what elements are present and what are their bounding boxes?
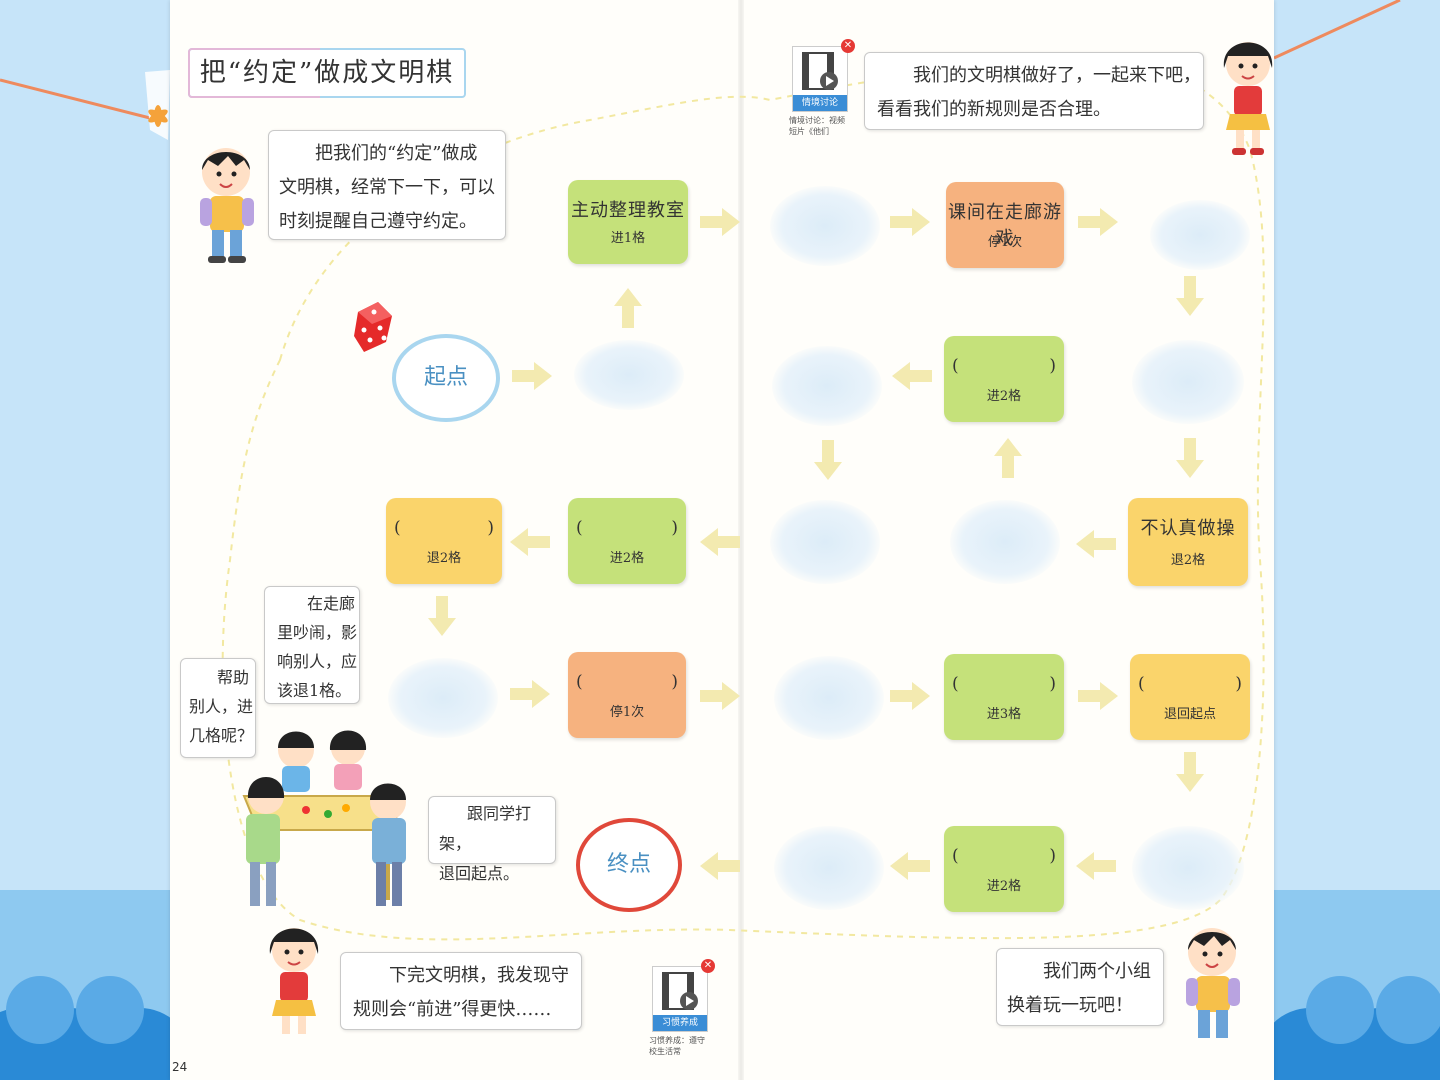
cell-title: 主动整理教室 — [571, 200, 685, 221]
paren-close: ) — [1049, 356, 1056, 376]
empty-cell — [774, 656, 884, 740]
paren-close: ) — [671, 518, 678, 538]
bubble-line: 该退1格。 — [277, 681, 352, 700]
girl-illustration — [269, 928, 319, 1034]
bubble-line: 我们的文明棋做好了，一起来下吧， — [913, 65, 1201, 86]
bubble-line: 看看我们的新规则是否合理。 — [877, 99, 1111, 120]
video-card-bottom[interactable]: 习惯养成 ✕ 习惯养成：遵守校生活常 — [649, 959, 715, 1056]
video-card-top[interactable]: 情境讨论 ✕ 情境讨论：视频短片《他们 — [789, 39, 855, 136]
bubble-line: 响别人，应 — [277, 652, 358, 671]
cell-rule: 停1次 — [987, 235, 1023, 250]
fight-speech-bubble: 跟同学打架， 退回起点。 — [428, 796, 556, 883]
bubble-line: 规则会“前进”得更快…… — [353, 999, 552, 1020]
cell-blank-advance-2-bottom: ( ) 进2格 — [944, 826, 1064, 912]
cell-rule: 进2格 — [986, 879, 1022, 894]
empty-cell — [388, 658, 498, 738]
bubble-line: 文明棋，经常下一下，可以 — [279, 177, 495, 198]
cell-blank-advance-3: ( ) 进3格 — [944, 654, 1064, 740]
film-icon — [662, 972, 698, 1010]
paren-close: ) — [1235, 674, 1242, 694]
close-icon[interactable]: ✕ — [701, 959, 715, 973]
paren-open: ( — [394, 518, 401, 538]
empty-cell — [1132, 340, 1244, 424]
girl-illustration — [1223, 42, 1273, 155]
paren-close: ) — [1049, 674, 1056, 694]
paren-close: ) — [1049, 846, 1056, 866]
cell-blank-back-2: ( ) 退2格 — [386, 498, 502, 584]
board-arrows — [428, 208, 1204, 880]
intro-speech-bubble: 把我们的“约定”做成 文明棋，经常下一下，可以 时刻提醒自己遵守约定。 — [268, 130, 506, 240]
video-card-label: 习惯养成 — [653, 1015, 707, 1031]
bubble-line: 时刻提醒自己遵守约定。 — [279, 211, 477, 232]
cell-rule: 进2格 — [609, 551, 645, 566]
cell-title: 不认真做操 — [1140, 518, 1236, 539]
bubble-line: 换着玩一玩吧！ — [1007, 995, 1133, 1016]
cell-blank-advance-2: ( ) 进2格 — [568, 498, 686, 584]
start-circle: 起点 — [392, 334, 500, 422]
empty-cell — [574, 340, 684, 410]
empty-cell — [1132, 826, 1244, 910]
cell-rule: 进1格 — [610, 231, 646, 246]
bubble-line: 别人，进 — [189, 697, 254, 716]
play-speech-bubble: 我们的文明棋做好了，一起来下吧， 看看我们的新规则是否合理。 — [864, 52, 1204, 130]
page-number: 24 — [172, 1060, 188, 1074]
cell-tidy-classroom: 主动整理教室 进1格 — [568, 180, 688, 264]
page-fold — [738, 0, 744, 1080]
cell-blank-advance-2: ( ) 进2格 — [944, 336, 1064, 422]
cell-rule: 进3格 — [986, 707, 1022, 722]
film-icon — [802, 52, 838, 90]
bubble-line: 里吵闹，影 — [277, 623, 358, 642]
empty-cell — [772, 346, 882, 426]
paren-open: ( — [952, 674, 959, 694]
paren-open: ( — [952, 356, 959, 376]
video-card-caption: 情境讨论：视频短片《他们 — [789, 116, 845, 136]
swap-speech-bubble: 我们两个小组 换着玩一玩吧！ — [996, 948, 1164, 1026]
bubble-line: 跟同学打架， — [439, 804, 532, 853]
paren-open: ( — [1138, 674, 1145, 694]
boy-illustration — [200, 148, 254, 263]
dice-icon — [354, 302, 392, 352]
empty-cell — [770, 186, 880, 266]
video-card-label: 情境讨论 — [793, 95, 847, 111]
textbook-page: 把“约定”做成文明棋 把我们的“约定”做成 文明棋，经常下一下，可以 时刻提醒自… — [170, 0, 1274, 1080]
bubble-line: 在走廊 — [307, 594, 356, 613]
cell-rule: 进2格 — [986, 389, 1022, 404]
paren-open: ( — [576, 518, 583, 538]
empty-cell — [1150, 200, 1250, 270]
paren-close: ) — [671, 672, 678, 692]
empty-cell — [774, 826, 884, 910]
cell-rule: 退2格 — [1170, 553, 1206, 568]
close-icon[interactable]: ✕ — [841, 39, 855, 53]
empty-cell — [950, 500, 1060, 584]
cell-rule: 停1次 — [609, 705, 645, 720]
page-title: 把“约定”做成文明棋 — [188, 48, 466, 98]
bubble-line: 退回起点。 — [439, 864, 520, 883]
cell-corridor-games: 课间在走廊游戏 停1次 — [946, 182, 1064, 268]
cell-blank-back-to-start: ( ) 退回起点 — [1130, 654, 1250, 740]
end-circle: 终点 — [576, 818, 682, 912]
cell-rule: 退2格 — [426, 551, 462, 566]
cell-lazy-exercise: 不认真做操 退2格 — [1128, 498, 1248, 586]
bubble-line: 我们两个小组 — [1043, 961, 1151, 982]
cell-blank-stop-1: ( ) 停1次 — [568, 652, 686, 738]
cell-rule: 退回起点 — [1163, 707, 1216, 722]
video-card-caption: 习惯养成：遵守校生活常 — [649, 1036, 705, 1056]
empty-cell — [770, 500, 880, 584]
children-playing-illustration — [242, 730, 406, 906]
bubble-line: 几格呢？ — [189, 726, 254, 745]
corridor-speech-bubble: 在走廊 里吵闹，影 响别人，应 该退1格。 — [264, 586, 360, 704]
bubble-line: 把我们的“约定”做成 — [315, 143, 478, 164]
bubble-line: 下完文明棋，我发现守 — [389, 965, 569, 986]
paren-open: ( — [576, 672, 583, 692]
help-speech-bubble: 帮助 别人，进 几格呢？ — [180, 658, 256, 758]
reflection-speech-bubble: 下完文明棋，我发现守 规则会“前进”得更快…… — [340, 952, 582, 1030]
boy-illustration — [1186, 928, 1240, 1038]
bubble-line: 帮助 — [217, 668, 250, 687]
paren-close: ) — [487, 518, 494, 538]
paren-open: ( — [952, 846, 959, 866]
cell-title: 课间在走廊游戏 — [948, 202, 1062, 249]
